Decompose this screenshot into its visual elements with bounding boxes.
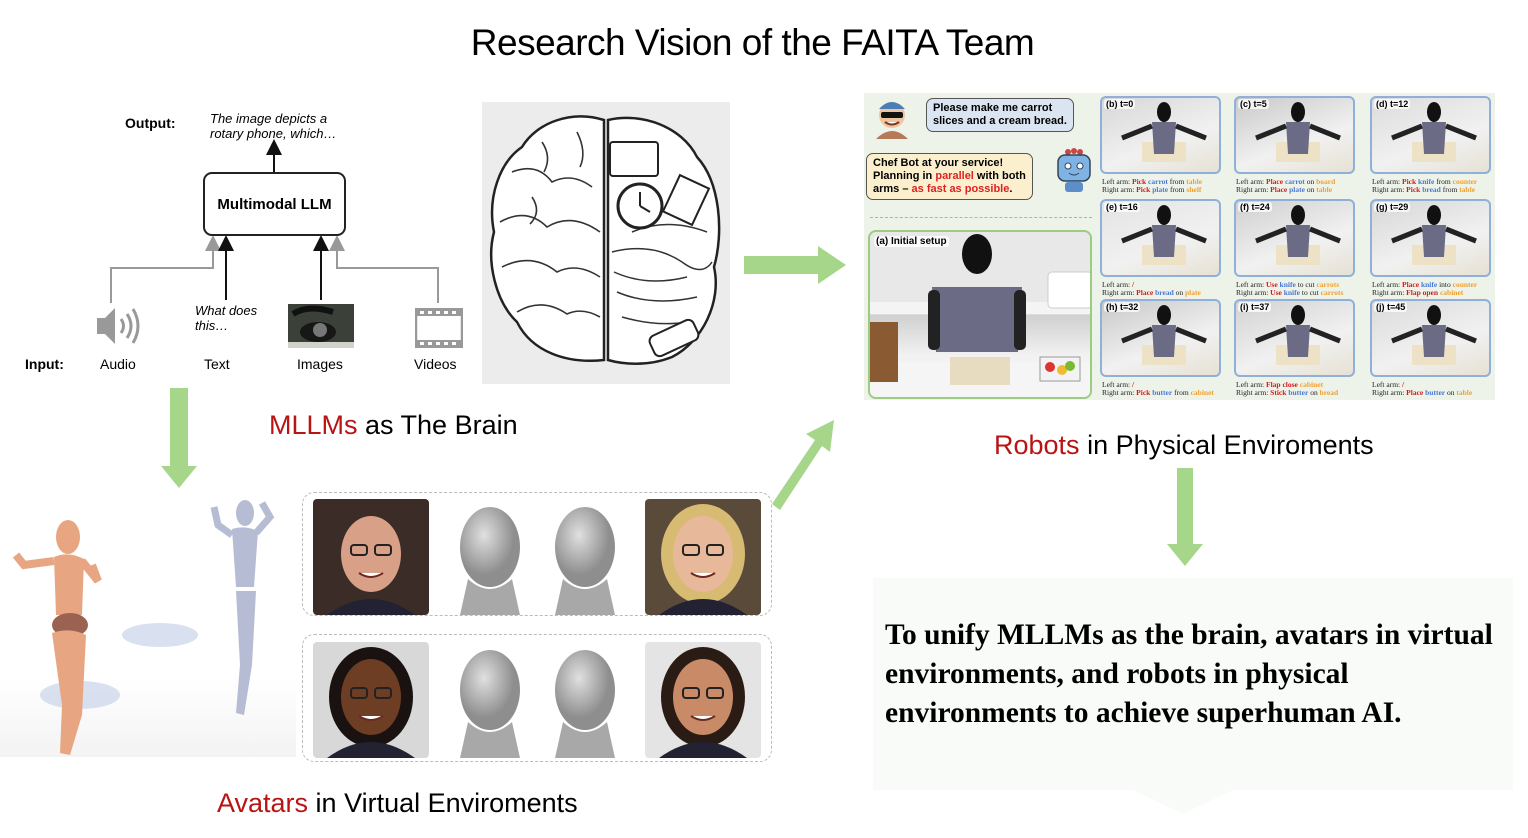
step-tag: (h) t=32 [1104, 302, 1141, 312]
step-tag: (g) t=29 [1374, 202, 1411, 212]
step-actions: Left arm: / Right arm: Place bread on pl… [1102, 280, 1201, 297]
goal-statement: To unify MLLMs as the brain, avatars in … [885, 619, 1493, 729]
step-frame: (e) t=16 [1100, 199, 1221, 277]
bot-reply-line2: Planning in parallel with both [873, 170, 1026, 182]
robots-caption-highlight: Robots [994, 430, 1080, 460]
rotary-phone-photo [288, 304, 354, 348]
goal-box-pointer [1133, 790, 1233, 814]
mllm-diagram: Output: The image depicts a rotary phone… [15, 100, 480, 390]
text-prompt-line1: What does [195, 303, 258, 318]
step-frame: (h) t=32 [1100, 299, 1221, 377]
input-text-label: Text [204, 356, 230, 372]
avatars-caption-highlight: Avatars [217, 788, 309, 818]
arrow-brain-to-robots [744, 246, 846, 284]
text-prompt-line2: this… [195, 318, 229, 333]
arrow-avatars-to-robots [772, 420, 834, 510]
step-tag: (b) t=0 [1104, 99, 1136, 109]
face-row-1 [302, 492, 772, 616]
input-audio-label: Audio [100, 356, 136, 372]
step-actions: Left arm: Use knife to cut carrots Right… [1236, 280, 1344, 297]
mllm-caption-highlight: MLLMs [269, 410, 358, 440]
input-videos-label: Videos [414, 356, 457, 372]
input-images-label: Images [297, 356, 343, 372]
step-tag: (i) t=37 [1238, 302, 1272, 312]
step-tag: (c) t=5 [1238, 99, 1269, 109]
mllm-caption-rest: as The Brain [357, 410, 518, 440]
robots-caption: Robots in Physical Enviroments [994, 430, 1374, 461]
step-actions: Left arm: Pick knife from counter Right … [1372, 177, 1478, 194]
step-photo [1121, 305, 1207, 365]
output-label: Output: [125, 115, 176, 131]
bot-reply-line1: Chef Bot at your service! [873, 157, 1004, 169]
face-mesh [535, 642, 635, 758]
user-request-line1: Please make me carrot [933, 102, 1053, 114]
step-actions: Left arm: Place knife into counter Right… [1372, 280, 1478, 297]
arrow-robots-to-goal [1167, 468, 1203, 566]
step-tag: (j) t=45 [1374, 302, 1408, 312]
input-label: Input: [25, 356, 64, 372]
initial-setup-label: (a) Initial setup [874, 236, 949, 247]
user-avatar-icon [876, 102, 908, 139]
face-photo-woman [645, 499, 761, 615]
step-actions: Left arm: Place carrot on board Right ar… [1236, 177, 1336, 194]
robots-caption-rest: in Physical Enviroments [1079, 430, 1374, 460]
videos-arrow [329, 235, 439, 303]
audio-arrow [110, 235, 221, 303]
robot-task-panel: Please make me carrot slices and a cream… [864, 93, 1495, 400]
face-mesh [535, 499, 635, 615]
arrow-brain-to-avatars [161, 388, 197, 488]
output-text-line1: The image depicts a [210, 111, 328, 126]
step-frame: (g) t=29 [1370, 199, 1491, 277]
avatars-caption-rest: in Virtual Enviroments [308, 788, 578, 818]
initial-setup-photo: (a) Initial setup [868, 230, 1092, 399]
step-photo [1255, 102, 1341, 162]
step-photo [1121, 102, 1207, 162]
step-photo [1255, 305, 1341, 365]
step-frame: (b) t=0 [1100, 96, 1221, 174]
step-photo [1255, 205, 1341, 265]
bot-reply-bubble: Chef Bot at your service! Planning in pa… [866, 153, 1033, 200]
body-avatars-image [0, 495, 296, 757]
step-actions: Left arm: Pick carrot from table Right a… [1102, 177, 1203, 194]
step-photo [1391, 205, 1477, 265]
film-strip-icon [415, 308, 463, 348]
chef-bot-icon [1057, 148, 1091, 192]
step-tag: (e) t=16 [1104, 202, 1140, 212]
user-request-line2: slices and a cream bread. [933, 115, 1067, 127]
step-photo [1391, 305, 1477, 365]
speaker-icon [97, 308, 140, 344]
user-request-bubble: Please make me carrot slices and a cream… [926, 98, 1074, 132]
goal-statement-box: To unify MLLMs as the brain, avatars in … [873, 578, 1513, 814]
step-tag: (f) t=24 [1238, 202, 1272, 212]
bot-reply-line3: arms – as fast as possible. [873, 183, 1013, 195]
page-title: Research Vision of the FAITA Team [470, 22, 1035, 63]
mllm-caption: MLLMs as The Brain [269, 410, 518, 441]
avatars-caption: Avatars in Virtual Enviroments [217, 788, 578, 819]
step-photo [1121, 205, 1207, 265]
step-frame: (j) t=45 [1370, 299, 1491, 377]
face-photo-man [313, 499, 429, 615]
step-frame: (c) t=5 [1234, 96, 1355, 174]
step-frame: (d) t=12 [1370, 96, 1491, 174]
step-actions: Left arm: Flap close cabinet Right arm: … [1236, 380, 1339, 397]
brain-illustration [482, 102, 730, 384]
step-frame: (f) t=24 [1234, 199, 1355, 277]
step-photo [1391, 102, 1477, 162]
face-photo-woman-3 [645, 642, 761, 758]
step-frame: (i) t=37 [1234, 299, 1355, 377]
panel-divider [870, 217, 1092, 218]
output-text-line2: rotary phone, which… [210, 126, 337, 141]
step-actions: Left arm: / Right arm: Pick butter from … [1102, 380, 1214, 397]
dancing-mannequins [12, 500, 275, 755]
brain-icon [490, 115, 721, 365]
mllm-arrows [110, 139, 439, 303]
step-tag: (d) t=12 [1374, 99, 1411, 109]
face-row-2 [302, 634, 772, 762]
multimodal-llm-box: Multimodal LLM [203, 172, 346, 236]
face-photo-woman-2 [313, 642, 429, 758]
face-mesh [440, 642, 540, 758]
step-actions: Left arm: / Right arm: Place butter on t… [1372, 380, 1473, 397]
face-mesh [440, 499, 540, 615]
